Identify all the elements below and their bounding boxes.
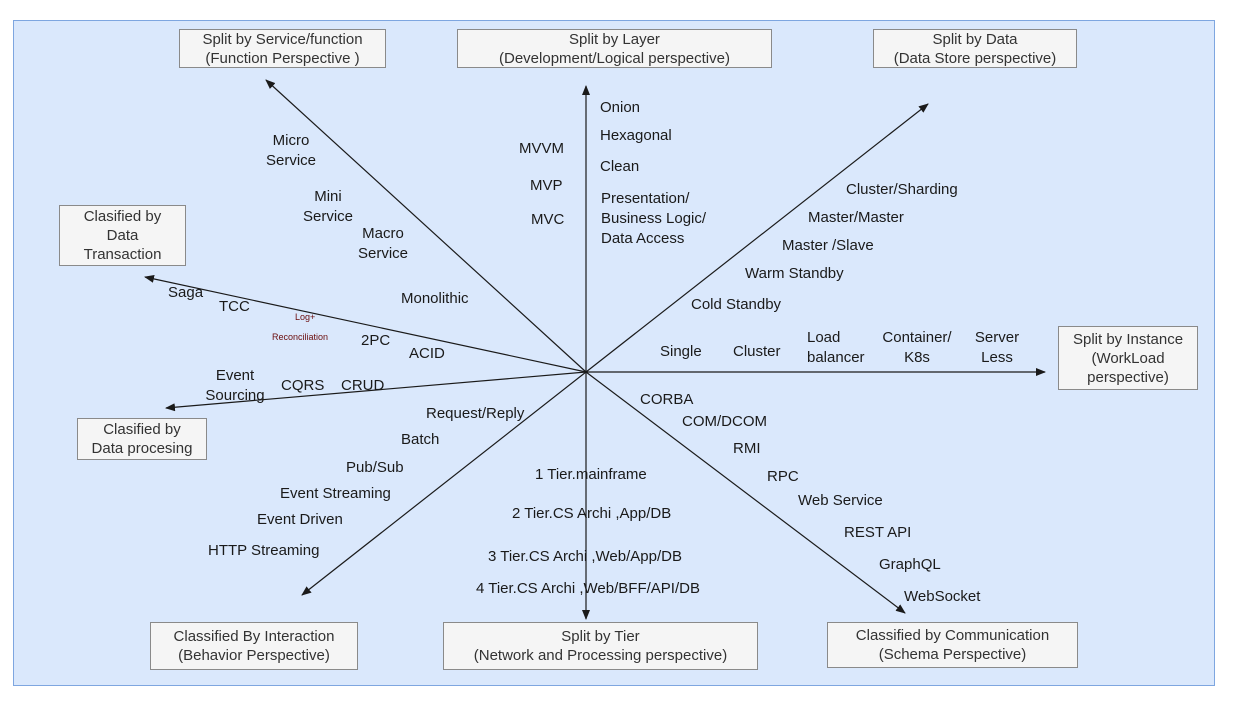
label-2pc: 2PC (361, 332, 391, 349)
label-single: Single (660, 343, 702, 360)
arrow-data (585, 103, 929, 373)
box-split-by-service: Split by Service/function (Function Pers… (179, 29, 386, 68)
label-batch: Batch (401, 431, 440, 448)
label-crud: CRUD (341, 377, 385, 394)
label-3-tier: 3 Tier.CS Archi ,Web/App/DB (488, 548, 682, 565)
label-three-layer: Presentation/ Business Logic/ Data Acces… (601, 190, 707, 247)
arrow-transaction (144, 274, 587, 373)
label-web-service: Web Service (798, 492, 883, 509)
label-server-less: Server Less (974, 329, 1020, 366)
label-request-reply: Request/Reply (426, 405, 525, 422)
label-com-dcom: COM/DCOM (682, 413, 767, 430)
arrow-processing (165, 371, 587, 412)
label-event-streaming: Event Streaming (280, 485, 391, 502)
label-load-balancer: Load balancer (807, 329, 865, 366)
label-cqrs: CQRS (281, 377, 325, 394)
label-mvp: MVP (530, 177, 563, 194)
label-rpc: RPC (767, 468, 799, 485)
box-split-by-data: Split by Data (Data Store perspective) (873, 29, 1077, 68)
box-classified-by-processing: Clasified by Data procesing (77, 418, 207, 460)
label-log-plus: Log+ (295, 312, 316, 322)
arrow-service (265, 79, 587, 373)
label-http-streaming: HTTP Streaming (208, 542, 320, 559)
label-corba: CORBA (640, 391, 694, 408)
box-split-by-layer: Split by Layer (Development/Logical pers… (457, 29, 772, 68)
label-mvvm: MVVM (519, 140, 564, 157)
box-split-by-tier: Split by Tier (Network and Processing pe… (443, 622, 758, 670)
label-container-k8s: Container/ K8s (882, 329, 952, 366)
label-4-tier: 4 Tier.CS Archi ,Web/BFF/API/DB (476, 580, 700, 597)
box-classified-by-transaction: Clasified by Data Transaction (59, 205, 186, 266)
box-classified-by-communication: Classified by Communication (Schema Pers… (827, 622, 1078, 668)
label-clean: Clean (600, 158, 640, 175)
label-master-slave: Master /Slave (782, 237, 874, 254)
label-micro-service: Micro Service (265, 132, 317, 169)
label-mvc: MVC (531, 211, 565, 228)
label-2-tier: 2 Tier.CS Archi ,App/DB (512, 505, 672, 522)
label-acid: ACID (409, 345, 445, 362)
label-warm-standby: Warm Standby (745, 265, 844, 282)
label-rmi: RMI (733, 440, 761, 457)
label-hexagonal: Hexagonal (600, 127, 672, 144)
label-saga: Saga (168, 284, 204, 301)
label-tcc: TCC (219, 298, 250, 315)
label-pub-sub: Pub/Sub (346, 459, 404, 476)
label-event-sourcing: Event Sourcing (205, 367, 265, 404)
diagram-background (13, 20, 1215, 686)
label-mini-service: Mini Service (302, 188, 354, 225)
label-graphql: GraphQL (879, 556, 941, 573)
label-cold-standby: Cold Standby (691, 296, 782, 313)
box-split-by-instance: Split by Instance (WorkLoad perspective) (1058, 326, 1198, 390)
label-master-master: Master/Master (808, 209, 904, 226)
label-monolithic: Monolithic (401, 290, 469, 307)
label-rest-api: REST API (844, 524, 912, 541)
label-macro-service: Macro Service (357, 225, 409, 262)
label-cluster-sharding: Cluster/Sharding (846, 181, 958, 198)
arrow-interaction (301, 371, 587, 596)
arrow-communication (585, 371, 906, 614)
label-websocket: WebSocket (904, 588, 981, 605)
label-1-tier: 1 Tier.mainframe (535, 466, 647, 483)
label-cluster: Cluster (733, 343, 781, 360)
label-reconciliation: Reconciliation (272, 332, 329, 342)
label-event-driven: Event Driven (257, 511, 343, 528)
label-onion: Onion (600, 99, 641, 116)
box-classified-by-interaction: Classified By Interaction (Behavior Pers… (150, 622, 358, 670)
